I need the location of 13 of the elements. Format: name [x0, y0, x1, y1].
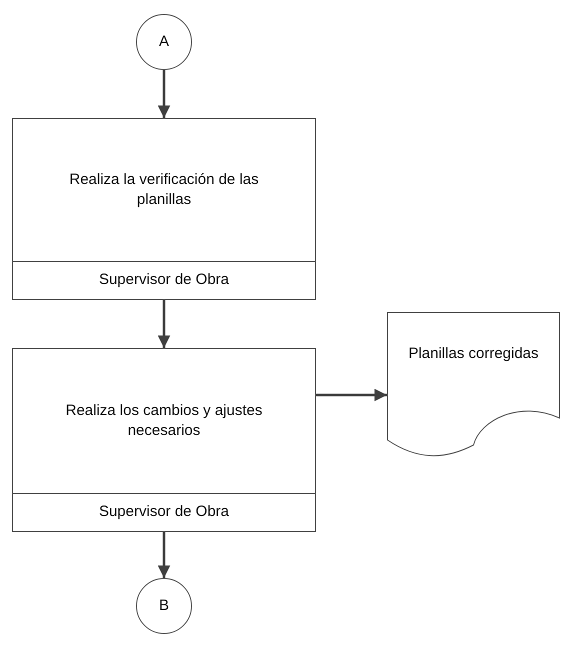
node-text: A: [158, 32, 169, 52]
node-text: Supervisor de Obra: [98, 270, 230, 290]
arrow: [158, 300, 170, 348]
node-text: Supervisor de Obra: [98, 502, 230, 522]
arrow: [158, 70, 170, 118]
process-box: [12, 118, 316, 300]
arrow: [158, 532, 170, 578]
node-text: Realiza los cambios y ajustes necesarios: [64, 400, 264, 441]
process-box: [12, 348, 316, 532]
node-text: Realiza la verificación de las planillas: [68, 170, 260, 210]
arrow: [316, 388, 387, 402]
node-text: B: [158, 596, 169, 616]
node-text: Planillas corregidas: [408, 345, 539, 362]
